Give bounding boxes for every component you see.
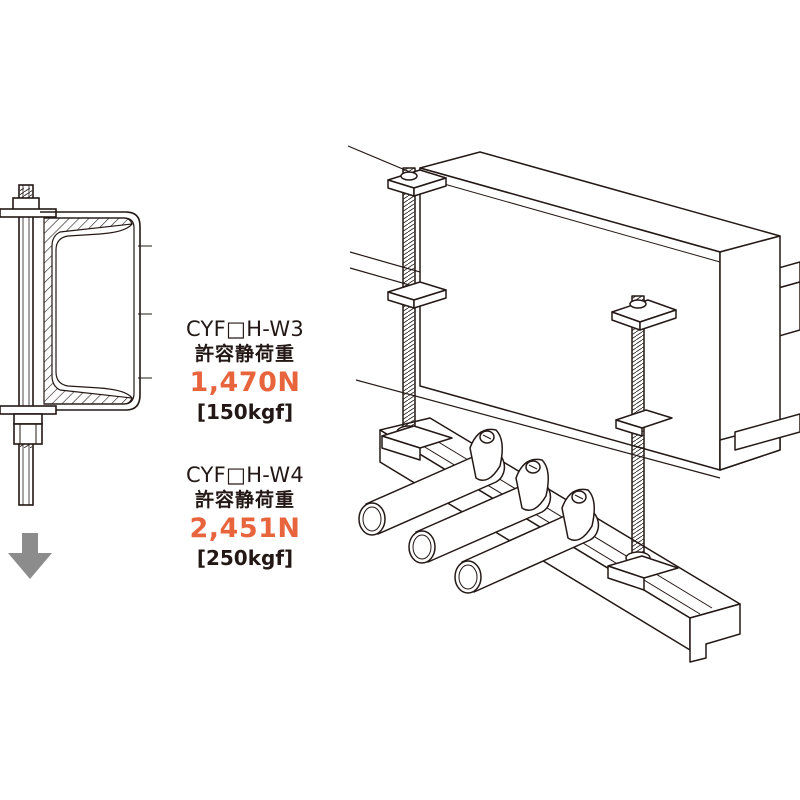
left-hanger-rod (381, 167, 453, 461)
channel-hatched-section (43, 217, 133, 405)
spec-block-w4: CYF□H-W4 許容静荷重 2,451N [250kgf] (150, 462, 340, 571)
load-newton-value: 1,470N (189, 367, 301, 398)
pipe-clamp-1 (469, 428, 503, 481)
allowable-static-load-label: 許容静荷重 (194, 489, 295, 511)
h-beam (419, 151, 800, 471)
load-kgf-value: [250kgf] (196, 546, 294, 570)
down-arrow-icon (8, 533, 52, 579)
channel-outer-wall (40, 211, 141, 411)
section-hanger-rod (18, 184, 34, 506)
allowable-static-load-label: 許容静荷重 (194, 343, 295, 365)
section-top-nut (12, 197, 40, 211)
pipe-clamp-2 (515, 458, 549, 511)
pipe-clamp-3 (561, 488, 595, 541)
load-kgf-value: [150kgf] (196, 400, 294, 424)
channel-inner-lip (55, 223, 133, 399)
channel-inner-wall (44, 217, 135, 405)
section-top-plate (0, 208, 57, 218)
pipe-3 (454, 507, 600, 594)
section-washer (13, 413, 43, 425)
channel-section-drawing (0, 184, 152, 506)
section-bottom-nut (13, 423, 43, 445)
section-bottom-plate (0, 405, 57, 415)
pipes (358, 449, 600, 594)
section-dimension-ticks (138, 245, 152, 379)
model-name: CYF□H-W3 (185, 317, 305, 341)
right-hanger-rod (607, 295, 679, 591)
isometric-installation (347, 145, 800, 663)
pipe-clamps (469, 428, 595, 541)
model-name: CYF□H-W4 (185, 463, 305, 487)
load-newton-value: 2,451N (189, 513, 301, 544)
spec-block-w3: CYF□H-W3 許容静荷重 1,470N [150kgf] (150, 316, 340, 425)
pipe-1 (358, 449, 506, 536)
